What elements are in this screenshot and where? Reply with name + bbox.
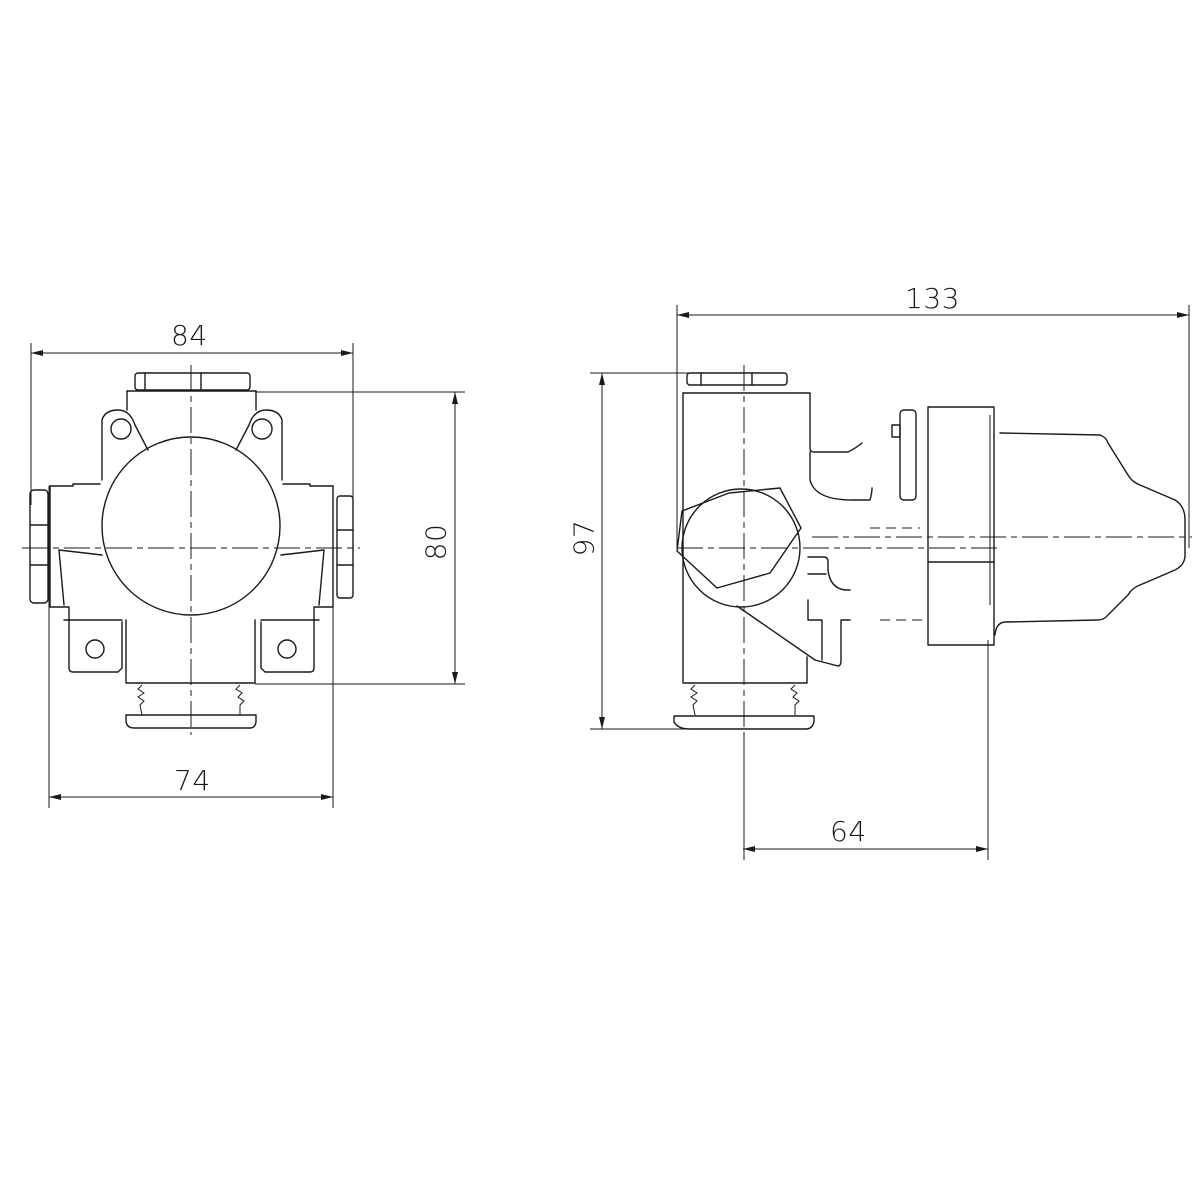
dimension-84 — [30, 343, 354, 505]
dimension-label-133: 133 — [905, 282, 960, 315]
dimension-label-84: 84 — [171, 319, 208, 352]
side-view — [590, 305, 1192, 860]
dimension-97 — [590, 372, 770, 730]
dimension-label-97: 97 — [567, 519, 601, 557]
dimension-label-74: 74 — [174, 764, 211, 797]
dimension-64 — [743, 640, 989, 860]
dimension-133 — [676, 305, 1190, 548]
dimension-label-80: 80 — [419, 523, 453, 561]
dimension-80 — [255, 391, 465, 685]
front-view — [22, 343, 465, 808]
dimension-label-64: 64 — [830, 815, 867, 848]
dimension-74 — [48, 486, 334, 808]
